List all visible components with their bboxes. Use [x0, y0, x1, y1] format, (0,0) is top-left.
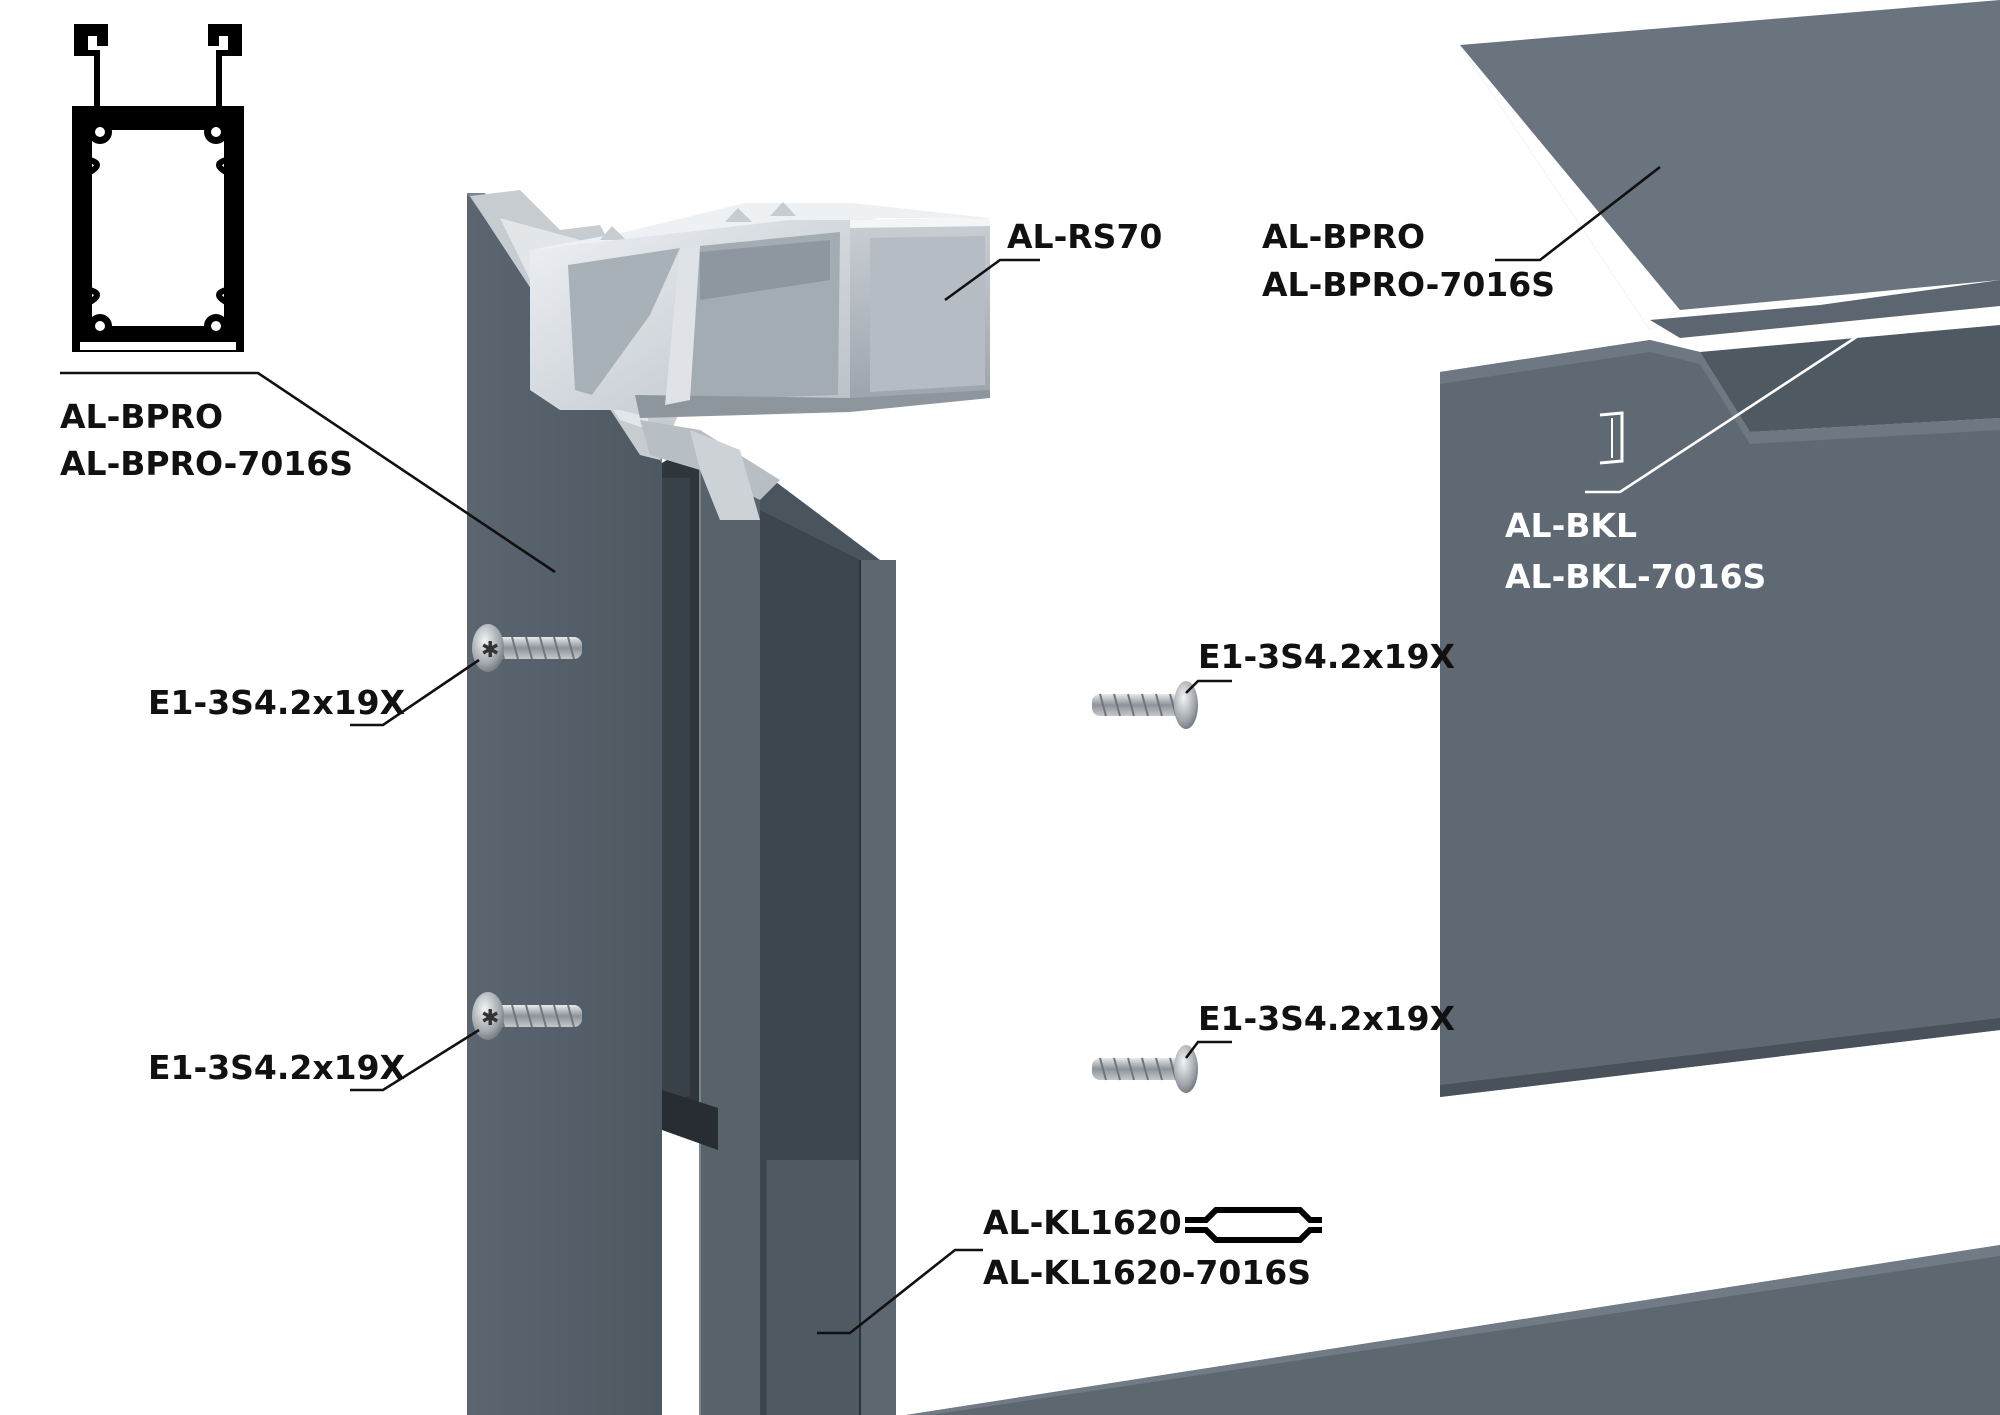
connector-label: AL-RS70: [1007, 217, 1162, 256]
clip-color-label: AL-BKL-7016S: [1505, 557, 1766, 596]
bottom-plate: [906, 1245, 2000, 1415]
svg-text:✱: ✱: [481, 1006, 499, 1031]
profile-color-label: AL-BPRO-7016S: [60, 444, 353, 483]
screw-left-bottom-label: E1-3S4.2x19X: [148, 1048, 405, 1087]
screw-left-top: ✱: [472, 624, 582, 672]
leader-profile: [60, 371, 556, 574]
profile-cross-section: [72, 24, 244, 352]
screw-mid-top-label: E1-3S4.2x19X: [1198, 637, 1455, 676]
screw-left-top-label: E1-3S4.2x19X: [148, 683, 405, 722]
leader-screw-left-top: [350, 658, 480, 727]
screw-left-bottom: ✱: [472, 992, 582, 1040]
leader-clip: [1585, 334, 1859, 494]
connector-al-rs70: [530, 202, 990, 418]
horizontal-beam-profile: [1440, 0, 2000, 1097]
leader-screw-left-bottom: [350, 1028, 480, 1092]
leader-strip: [817, 1248, 983, 1335]
leader-connector: [944, 258, 1040, 302]
profile-label: AL-BPRO: [60, 397, 223, 436]
leader-right-profile: [1495, 165, 1661, 262]
right-profile-label: AL-BPRO: [1262, 217, 1425, 256]
screw-mid-bottom-label: E1-3S4.2x19X: [1198, 999, 1455, 1038]
leader-lines: [60, 165, 1859, 1335]
leader-screw-mid-top: [1185, 679, 1232, 694]
strip-color-label: AL-KL1620-7016S: [983, 1253, 1311, 1292]
strip-label: AL-KL1620: [983, 1203, 1182, 1242]
clip-label: AL-BKL: [1505, 506, 1637, 545]
clip-outline: [1599, 411, 1624, 465]
screw-mid-bottom: [1092, 1045, 1198, 1093]
screw-mid-top: [1092, 681, 1198, 729]
svg-text:✱: ✱: [481, 638, 499, 663]
clip-strip-symbol: [1185, 1207, 1322, 1243]
right-profile-color-label: AL-BPRO-7016S: [1262, 265, 1555, 304]
leader-screw-mid-bottom: [1184, 1040, 1232, 1059]
